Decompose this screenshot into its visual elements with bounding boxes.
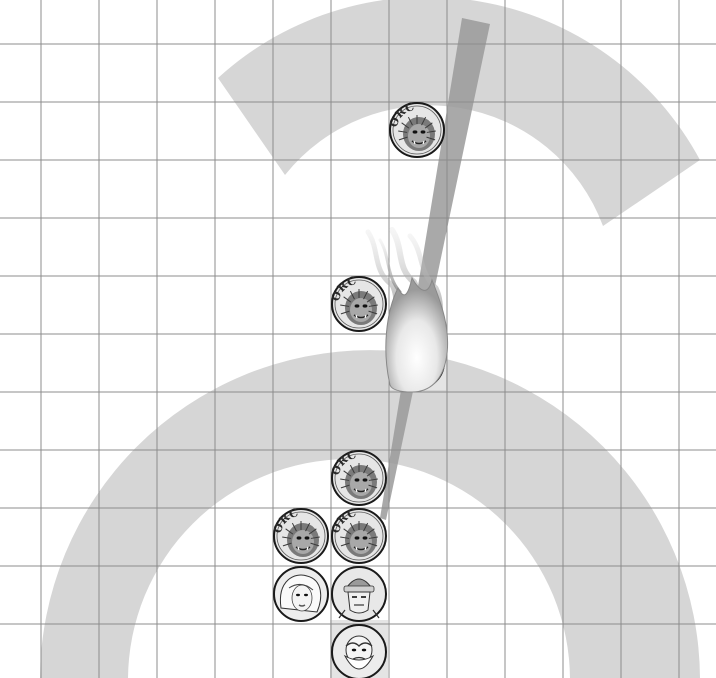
orc-token-icon[interactable]: ORC bbox=[329, 274, 386, 331]
orc-token-icon[interactable]: ORC bbox=[329, 506, 386, 563]
female-hero-portrait-icon[interactable] bbox=[274, 567, 328, 621]
old-bearded-man-portrait-icon[interactable] bbox=[332, 625, 386, 678]
orc-token-icon[interactable]: ORC bbox=[271, 506, 328, 563]
helmeted-warrior-portrait-icon[interactable] bbox=[332, 567, 386, 621]
